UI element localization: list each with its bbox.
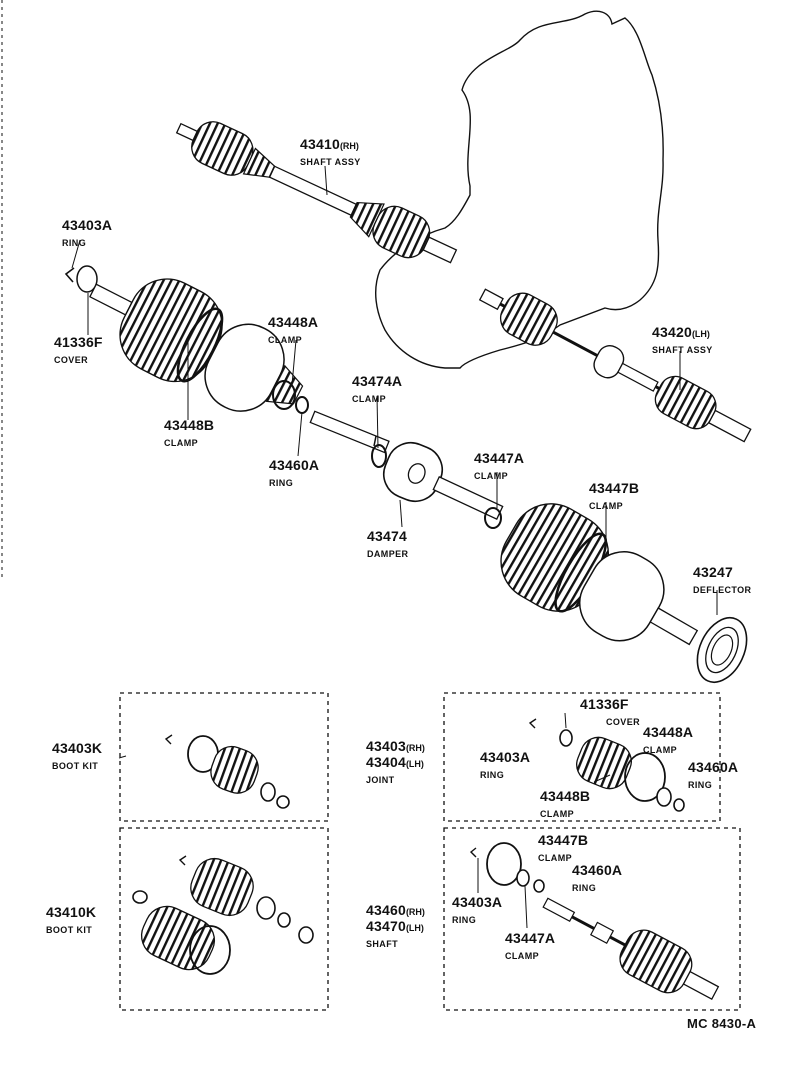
shaft-clamp-b-label: 43447B CLAMP bbox=[538, 832, 589, 863]
part-43410-label: 43410(RH) SHAFT ASSY bbox=[300, 136, 361, 167]
clamp-43447a bbox=[484, 507, 502, 529]
rh-shaft-assy bbox=[175, 121, 458, 264]
clamp-43474a bbox=[371, 444, 387, 468]
damper-43474 bbox=[382, 441, 444, 503]
part-43447b-label: 43447B CLAMP bbox=[589, 480, 640, 511]
part-43448b-label: 43448B CLAMP bbox=[164, 417, 215, 448]
kit-box-shaft bbox=[443, 827, 741, 1011]
kit-joint-label: 43403(RH) 43404(LH) JOINT bbox=[366, 738, 425, 785]
shaft-ring-a-label: 43403A RING bbox=[452, 894, 503, 925]
shaft-ring-60a-label: 43460A RING bbox=[572, 862, 623, 893]
part-43247-label: 43247 DEFLECTOR bbox=[693, 564, 752, 595]
lh-shaft-assy bbox=[478, 288, 752, 443]
part-43474-label: 43474 DAMPER bbox=[367, 528, 409, 559]
part-43403a-label: 43403A RING bbox=[62, 217, 113, 248]
ring-43460a bbox=[295, 396, 309, 414]
joint-clamp-b-label: 43448B CLAMP bbox=[540, 788, 591, 819]
part-43474a-label: 43474A CLAMP bbox=[352, 373, 403, 404]
joint-cover-label: 41336F COVER bbox=[580, 696, 641, 727]
part-41336f-label: 41336F COVER bbox=[54, 334, 103, 365]
kit-43410k-label: 43410K BOOT KIT bbox=[46, 904, 97, 935]
joint-ring-a-label: 43403A RING bbox=[480, 749, 531, 780]
kit-box-43410k bbox=[119, 827, 329, 1011]
deflector-43247 bbox=[696, 617, 748, 683]
transaxle-outline bbox=[375, 10, 664, 369]
main-exploded-shaft bbox=[64, 265, 748, 683]
clamp-43448a bbox=[272, 380, 296, 410]
part-43460a-label: 43460A RING bbox=[269, 457, 320, 488]
joint-clamp-a-label: 43448A CLAMP bbox=[643, 724, 694, 755]
kit-shaft-label: 43460(RH) 43470(LH) SHAFT bbox=[366, 902, 425, 949]
part-43420-label: 43420(LH) SHAFT ASSY bbox=[652, 324, 713, 355]
kit-box-43403k bbox=[118, 692, 329, 822]
leader-lines bbox=[71, 165, 718, 615]
ring-43403a bbox=[64, 267, 75, 283]
part-43447a-label: 43447A CLAMP bbox=[474, 450, 525, 481]
cover-41336f bbox=[76, 265, 98, 293]
shaft-clamp-a-label: 43447A CLAMP bbox=[505, 930, 556, 961]
kit-box-joint bbox=[443, 692, 721, 822]
joint-ring-60a-label: 43460A RING bbox=[688, 759, 739, 790]
figure-code: MC 8430-A bbox=[687, 1016, 757, 1031]
part-43448a-label: 43448A CLAMP bbox=[268, 314, 319, 345]
kit-43403k-label: 43403K BOOT KIT bbox=[52, 740, 103, 771]
